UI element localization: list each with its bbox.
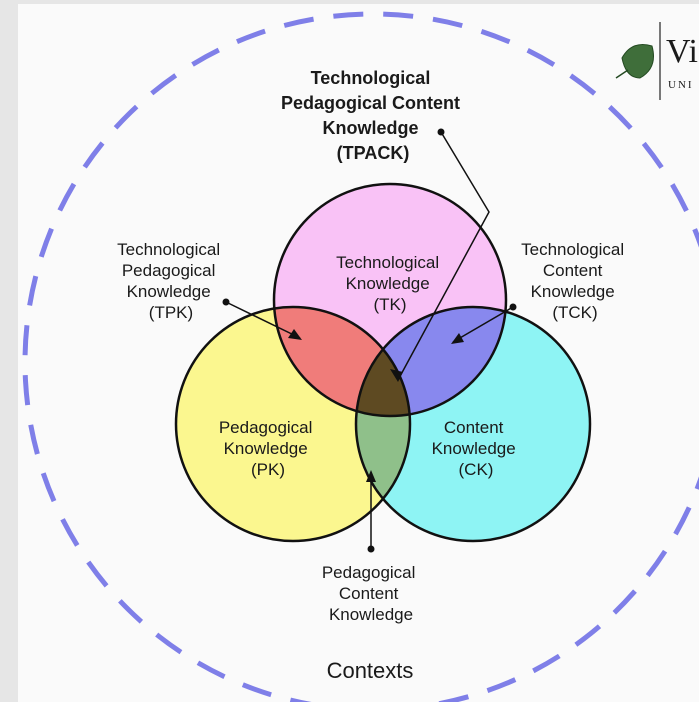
tpk-label: Technological Pedagogical Knowledge (TPK… <box>117 240 225 322</box>
tpack-venn-diagram: Technological Pedagogical Content Knowle… <box>22 11 699 702</box>
logo-text: Vi <box>666 33 698 70</box>
pck-leader-dot <box>367 545 375 553</box>
tpack-label-line: Technological <box>311 68 431 88</box>
pck-label-line: Pedagogical <box>322 563 416 582</box>
tck-label-line: Knowledge <box>531 282 615 301</box>
university-logo: Vi UNI <box>615 22 698 100</box>
pk-outline <box>174 305 412 543</box>
tpack-leader-line <box>397 131 490 381</box>
tpack-label: Technological Pedagogical Content Knowle… <box>281 68 465 163</box>
tk-label: Technological Knowledge (TK) <box>336 253 444 314</box>
logo-subtext: UNI <box>668 79 694 91</box>
pck-label-line: Knowledge <box>329 605 413 624</box>
pk-label-line: Knowledge <box>224 439 308 458</box>
tk-label-line: Technological <box>336 253 439 272</box>
tpk-label-line: Pedagogical <box>122 261 216 280</box>
tk-label-line: Knowledge <box>346 274 430 293</box>
tpack-arrowhead <box>390 369 403 382</box>
tpk-overlap-region <box>274 307 410 416</box>
tk-label-line: (TK) <box>373 295 406 314</box>
tpack-label-line: Pedagogical Content <box>281 93 460 113</box>
tpk-label-line: (TPK) <box>149 303 193 322</box>
tck-label-line: Content <box>543 261 603 280</box>
tpk-leader-line <box>225 301 301 339</box>
pck-arrowhead <box>366 470 376 482</box>
tpk-label-line: Knowledge <box>127 282 211 301</box>
pk-label-line: (PK) <box>251 460 285 479</box>
tpack-leader-dot <box>437 128 445 136</box>
leaf-stem <box>615 69 629 79</box>
pck-label: Pedagogical Content Knowledge <box>322 563 420 624</box>
tck-label-line: (TCK) <box>552 303 597 322</box>
ck-outline <box>354 305 592 543</box>
pk-label: Pedagogical Knowledge (PK) <box>219 418 317 479</box>
ck-label: Content Knowledge (CK) <box>432 418 521 479</box>
ck-label-line: Knowledge <box>432 439 516 458</box>
tpack-label-line: Knowledge <box>322 118 418 138</box>
contexts-label: Contexts <box>327 658 414 683</box>
pk-label-line: Pedagogical <box>219 418 313 437</box>
tck-leader-line <box>452 306 514 343</box>
diagram-canvas: Technological Pedagogical Content Knowle… <box>18 4 699 702</box>
leaf-icon <box>621 44 654 79</box>
tpk-arrowhead <box>288 329 302 340</box>
tpk-leader-dot <box>222 298 230 306</box>
tck-leader-dot <box>509 303 517 311</box>
tck-overlap-region <box>356 307 506 416</box>
tck-label-line: Technological <box>521 240 624 259</box>
ck-label-line: (CK) <box>459 460 494 479</box>
ck-label-line: Content <box>444 418 504 437</box>
tk-outline <box>272 182 508 418</box>
tck-arrowhead <box>451 333 464 344</box>
tck-label: Technological Content Knowledge (TCK) <box>521 240 629 322</box>
tpack-label-line: (TPACK) <box>337 143 410 163</box>
pck-label-line: Content <box>339 584 399 603</box>
tpk-label-line: Technological <box>117 240 220 259</box>
